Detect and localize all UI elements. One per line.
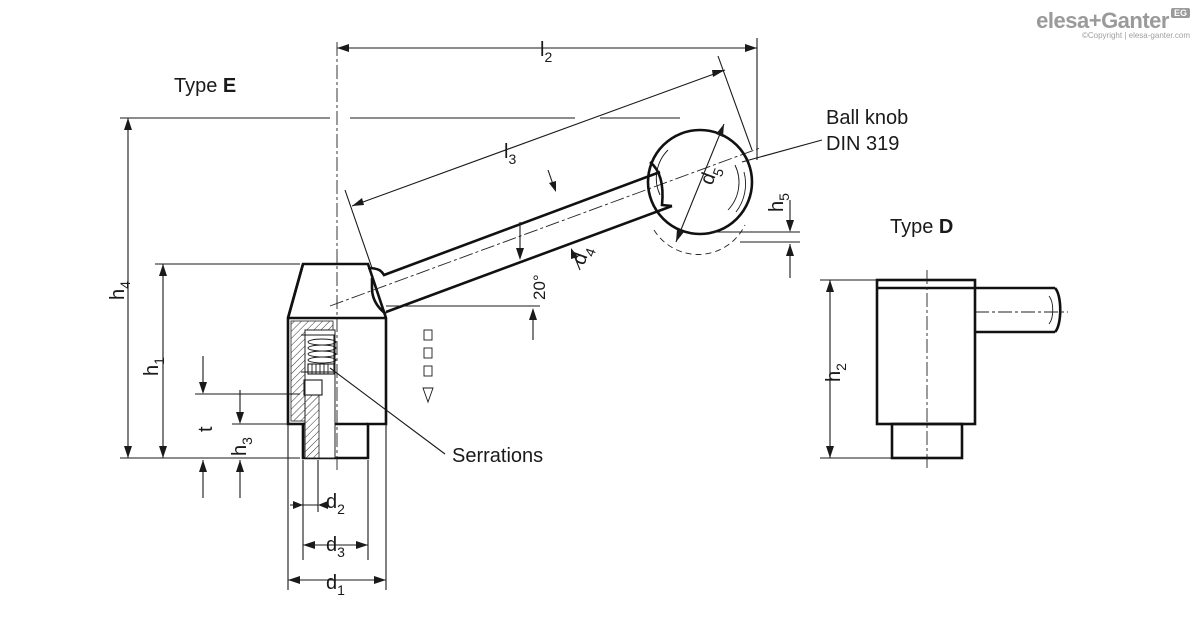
dim-h3: h3 (229, 437, 255, 456)
type-e-label: Type E (174, 75, 236, 97)
dim-l3: l3 (504, 141, 516, 167)
arrow-down-icon (422, 387, 434, 404)
spring-icon (301, 334, 337, 373)
lever-centerline (329, 147, 761, 307)
type-d-arm-break (1053, 287, 1062, 333)
ball-knob-standard: DIN 319 (826, 133, 899, 155)
dim-l2: l2 (540, 39, 552, 65)
dim-h5: h5 (766, 193, 792, 212)
dim-h2: h2 (823, 363, 849, 382)
dim-d1: d1 (326, 572, 345, 598)
dim-d2: d2 (326, 491, 345, 517)
dim-t: t (195, 426, 217, 432)
lever-arm-root (370, 278, 387, 316)
ball-knob-hidden-arc (653, 224, 746, 255)
serrations-label: Serrations (452, 445, 543, 467)
direction-indicator (422, 329, 434, 404)
ball-knob-label: Ball knob (826, 107, 908, 129)
type-d-arm-break-inner (1048, 295, 1054, 325)
copyright-text: ©Copyright | elesa-ganter.com (1081, 31, 1190, 40)
type-d-view (875, 270, 1068, 470)
brand-name: elesa+Ganter (1036, 8, 1169, 33)
dim-d4: d4 (568, 242, 599, 269)
dim-h4: h4 (107, 281, 133, 300)
dim-h1: h1 (141, 357, 167, 376)
threaded-insert (304, 394, 320, 459)
serration-plug (303, 363, 335, 396)
body-top-chamfer (286, 262, 388, 460)
ball-knob-shade-right-outer (735, 171, 746, 213)
brand-badge: EG (1170, 8, 1190, 18)
ball-knob-shade-right (727, 164, 740, 211)
dimension-lines (120, 38, 892, 590)
dim-d5: d5 (696, 162, 727, 189)
type-d-arm-stub (975, 286, 1055, 334)
ball-knob (646, 128, 754, 236)
lever-arm-bottom-edge (385, 204, 673, 314)
lever-arm-top-edge (367, 170, 661, 277)
body-chamfer-left (286, 263, 305, 319)
ball-knob-neck (649, 160, 673, 208)
lever-arm (329, 128, 761, 316)
dim-d3: d3 (326, 534, 345, 560)
type-d-body (875, 278, 977, 426)
type-e-body (286, 42, 388, 470)
angle-label: 20° (530, 274, 549, 300)
type-d-label: Type D (890, 216, 953, 238)
ball-knob-shade-left (655, 149, 669, 196)
